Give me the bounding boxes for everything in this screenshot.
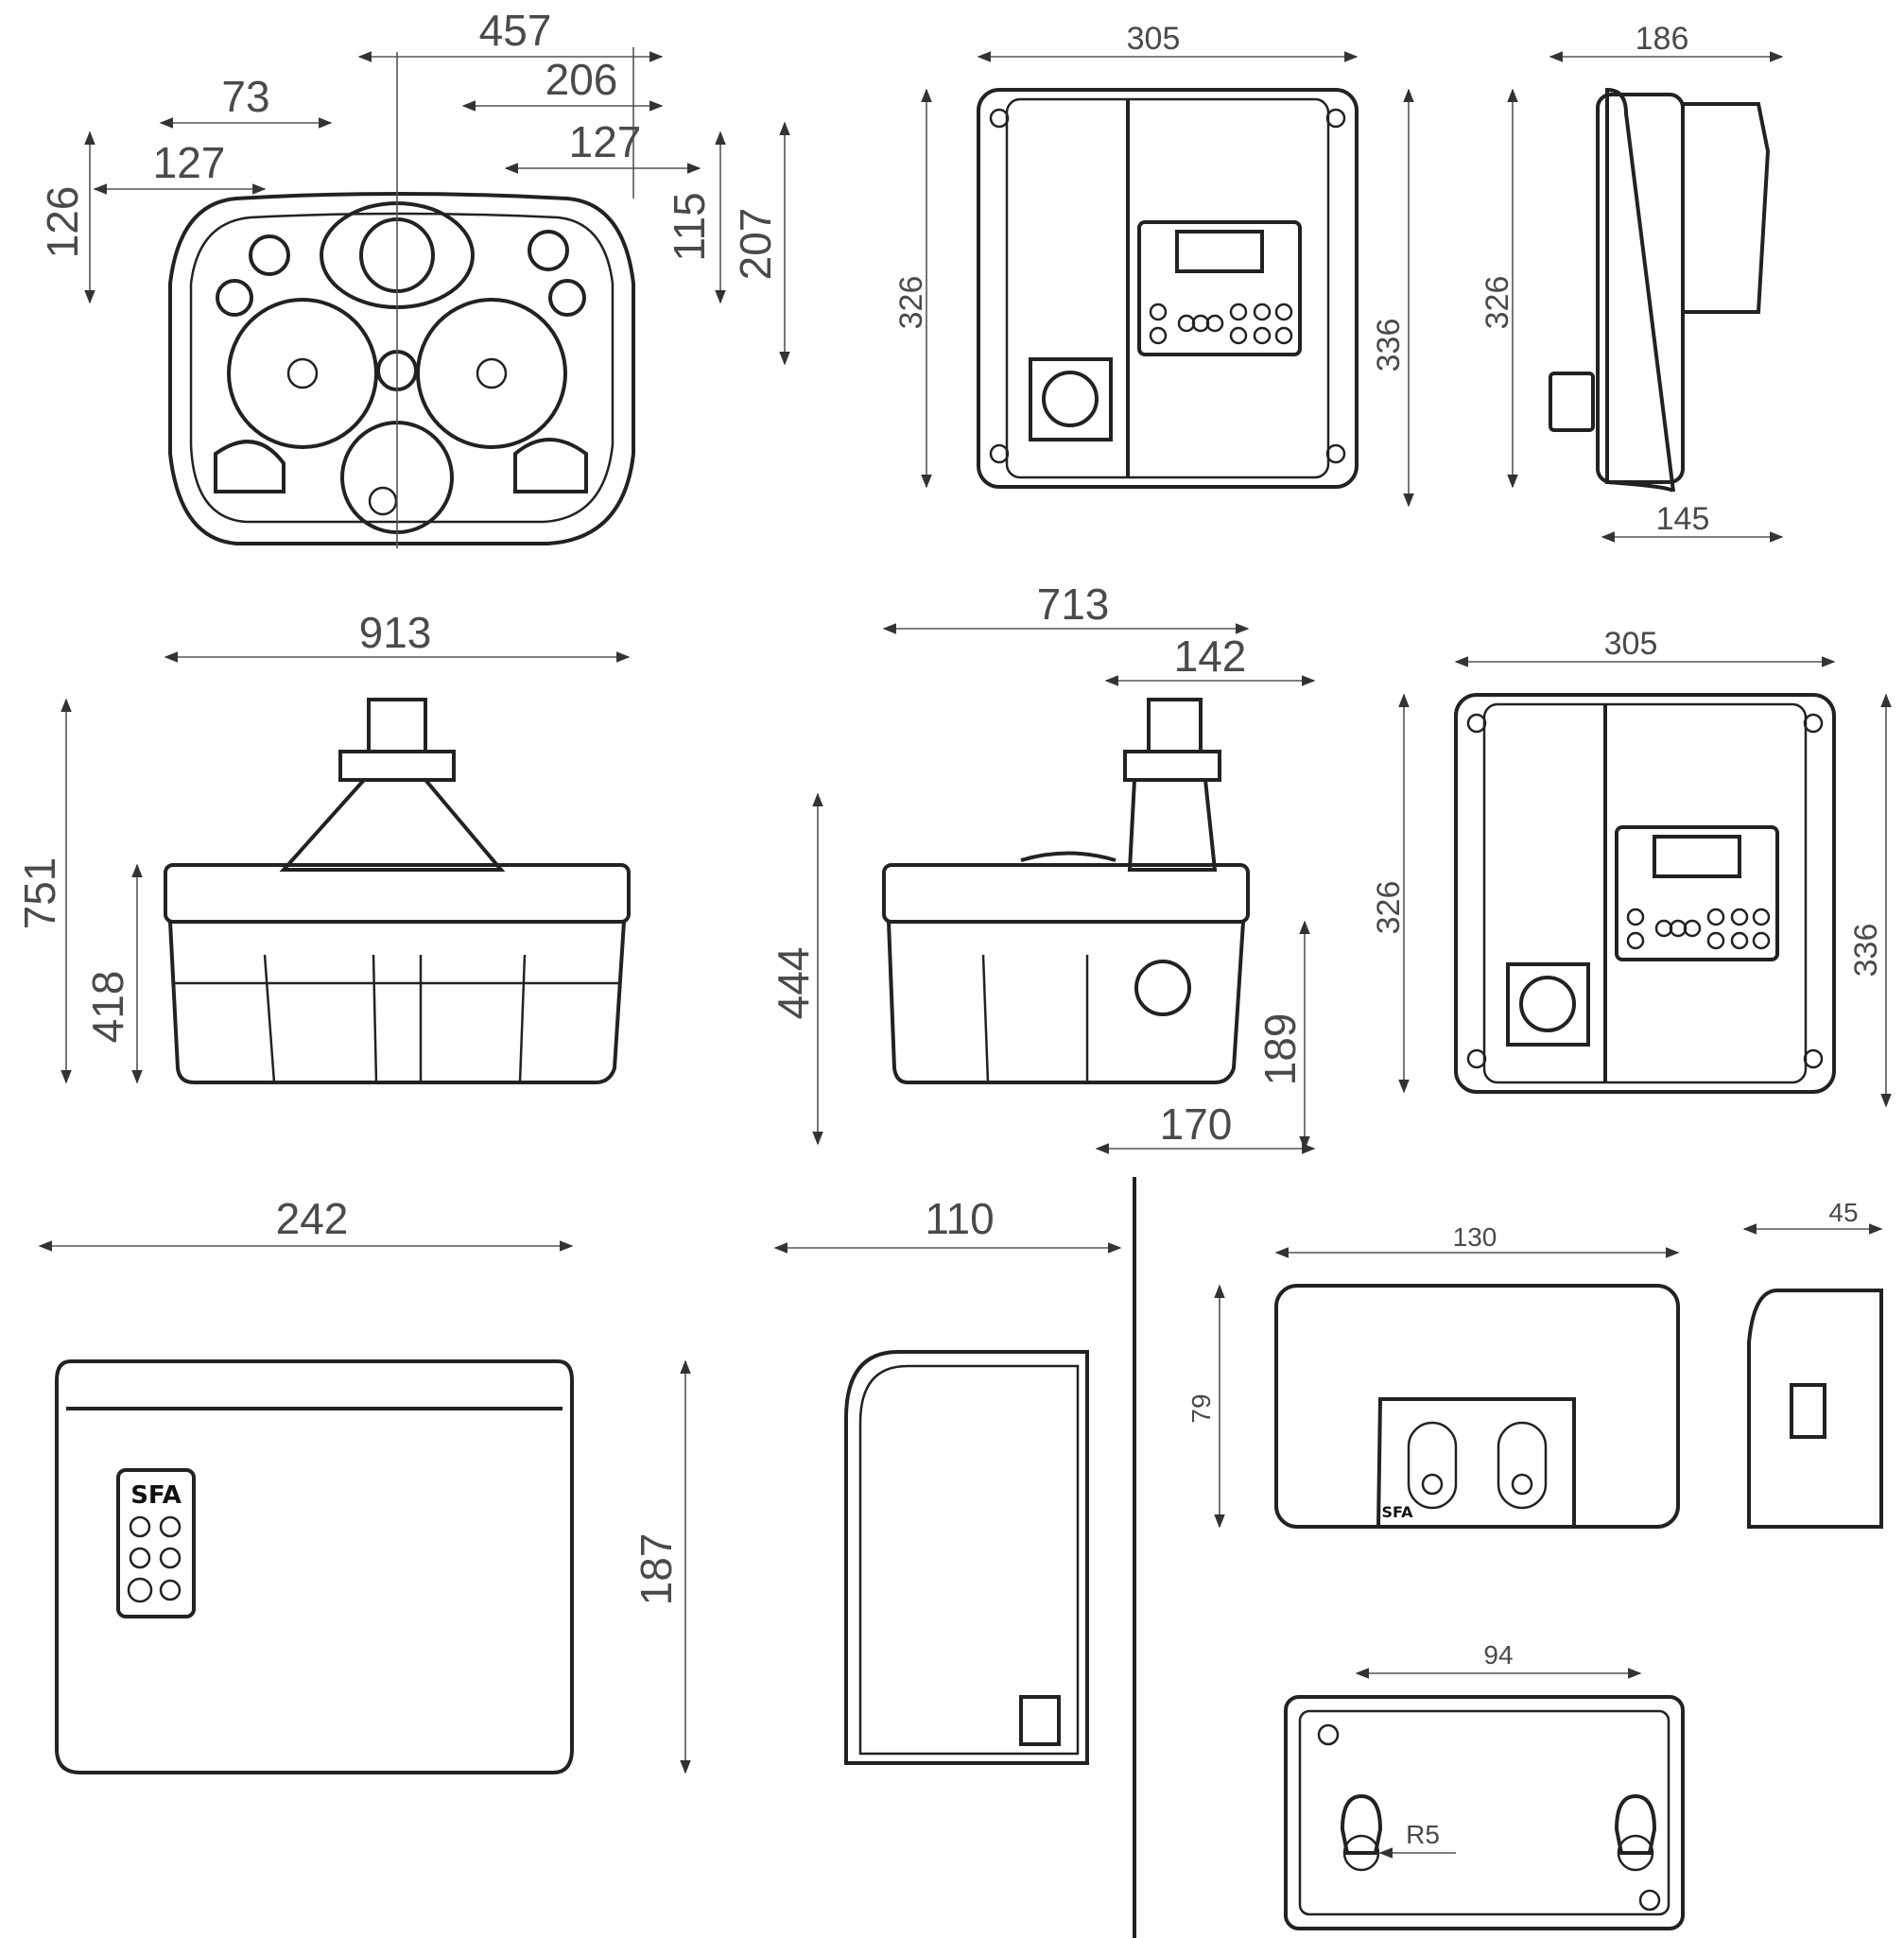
dim-336-front: 336: [1371, 319, 1407, 372]
controller-front-view: [977, 88, 1359, 489]
dim-186: 186: [1636, 21, 1689, 57]
dim-127-left: 127: [153, 138, 226, 187]
dim-170: 170: [1160, 1099, 1233, 1149]
dim-45: 45: [1828, 1198, 1858, 1227]
dim-127-right: 127: [569, 117, 642, 166]
dim-336-mid: 336: [1848, 924, 1884, 978]
alarm-box-brand: SFA: [130, 1481, 182, 1510]
dim-130: 130: [1453, 1222, 1497, 1252]
small-alarm-back-dimensions: 94 R5: [1355, 1640, 1642, 1859]
dim-242: 242: [276, 1194, 349, 1243]
dim-189: 189: [1255, 1013, 1305, 1086]
dim-713: 713: [1037, 580, 1110, 629]
dim-444: 444: [769, 947, 818, 1020]
dim-207: 207: [731, 208, 780, 281]
dim-r5: R5: [1406, 1820, 1440, 1849]
dim-126: 126: [38, 186, 87, 259]
dim-305-top: 305: [1127, 21, 1181, 57]
tank-top-view-dimensions: 457 73 206 127 127 126 115 207: [38, 6, 790, 366]
dim-751: 751: [15, 857, 64, 930]
tank-front-view: [164, 698, 631, 1084]
alarm-box-front-dimensions: 242 187: [38, 1194, 691, 1774]
dim-206: 206: [545, 55, 618, 104]
dim-326-side: 326: [1480, 276, 1515, 330]
dim-142: 142: [1174, 632, 1247, 681]
controller-side-dimensions: 186 326 145: [1480, 21, 1784, 543]
dim-305-mid: 305: [1604, 626, 1658, 662]
small-alarm-side-view: [1747, 1289, 1883, 1529]
small-alarm-back-view: [1284, 1695, 1685, 1930]
small-alarm-brand: SFA: [1382, 1503, 1414, 1521]
alarm-box-side-dimensions: 110: [773, 1194, 1122, 1254]
dim-110: 110: [925, 1194, 994, 1243]
dim-326-mid: 326: [1371, 881, 1407, 935]
small-alarm-side-dimensions: 45: [1742, 1198, 1883, 1235]
dim-326-front: 326: [893, 276, 929, 330]
dim-145: 145: [1656, 501, 1710, 537]
controller-front-view-2: [1454, 693, 1836, 1094]
controller-front-2-dimensions: 305 326 336: [1371, 626, 1892, 1108]
controller-front-dimensions: 305 326 336: [893, 21, 1414, 508]
dim-94: 94: [1483, 1640, 1513, 1670]
alarm-box-side-view: [844, 1350, 1089, 1765]
tank-top-view: [168, 52, 635, 548]
small-alarm-front-dimensions: 130 79: [1186, 1222, 1680, 1529]
dim-913: 913: [359, 608, 432, 657]
dim-79: 79: [1186, 1393, 1216, 1423]
tank-front-dimensions: 913 751 418: [15, 608, 631, 1084]
dim-73: 73: [221, 72, 269, 121]
controller-side-view: [1549, 87, 1771, 493]
dim-457: 457: [479, 6, 552, 55]
dim-115: 115: [665, 192, 714, 261]
dim-418: 418: [83, 971, 132, 1044]
dim-187: 187: [632, 1533, 681, 1606]
tank-side-dimensions: 713 142 444 189 170: [769, 580, 1316, 1154]
alarm-box-front-view: SFA: [55, 1359, 574, 1774]
tank-side-view: [882, 698, 1250, 1084]
small-alarm-front-view: SFA: [1274, 1284, 1680, 1529]
